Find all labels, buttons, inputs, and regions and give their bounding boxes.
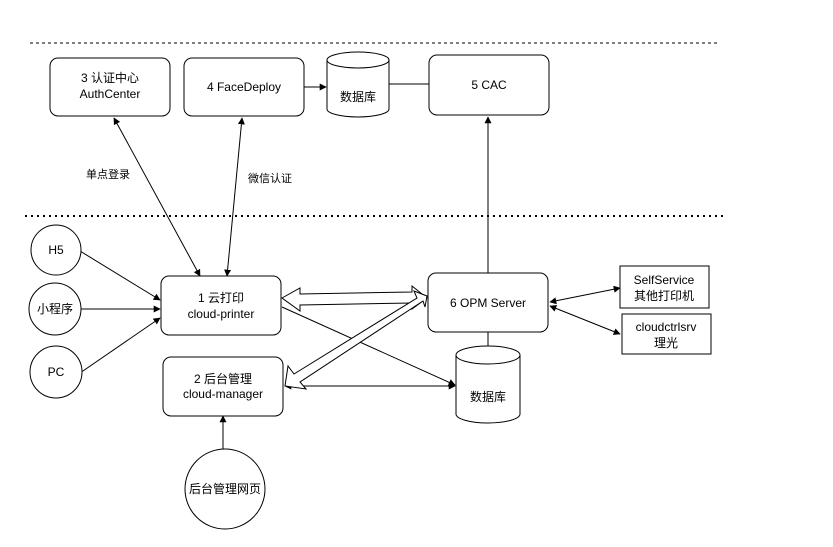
node-cloudctrlsrv-line1: cloudctrlsrv xyxy=(636,320,697,334)
node-admin-web-label: 后台管理网页 xyxy=(189,481,261,496)
edge-manager-opm-fat-arrow xyxy=(284,290,428,390)
node-h5-label: H5 xyxy=(48,243,64,257)
node-cac[interactable]: 5 CAC xyxy=(428,54,550,116)
edge-printer-db xyxy=(281,306,456,386)
node-self-service-line2: 其他打印机 xyxy=(634,289,694,303)
node-cloud-manager-line1: 2 后台管理 xyxy=(194,371,252,386)
node-h5[interactable]: H5 xyxy=(30,224,82,276)
node-cloud-manager[interactable]: 2 后台管理 cloud-manager xyxy=(162,356,284,417)
node-cloud-manager-line2: cloud-manager xyxy=(183,387,263,401)
node-opm-server-label: 6 OPM Server xyxy=(450,296,526,310)
node-mini-program-label: 小程序 xyxy=(37,301,73,316)
edge-wechat-auth xyxy=(224,117,245,277)
node-face-deploy-label: 4 FaceDeploy xyxy=(207,80,281,94)
edge-pc-printer xyxy=(79,317,161,374)
node-admin-web[interactable]: 后台管理网页 xyxy=(184,448,266,530)
edge-sso xyxy=(113,117,201,277)
node-cloud-printer[interactable]: 1 云打印 cloud-printer xyxy=(160,275,282,336)
node-face-deploy[interactable]: 4 FaceDeploy xyxy=(183,57,305,117)
edge-label-wechat-auth: 微信认证 xyxy=(248,171,292,185)
edge-h5-printer xyxy=(79,250,161,301)
node-cac-label: 5 CAC xyxy=(471,78,507,92)
node-pc[interactable]: PC xyxy=(29,345,83,399)
node-self-service-line1: SelfService xyxy=(634,273,695,287)
edge-label-sso: 单点登录 xyxy=(86,167,130,181)
node-db-top-label: 数据库 xyxy=(340,89,376,104)
node-cloudctrlsrv-line2: 理光 xyxy=(654,336,678,350)
node-db-top[interactable]: 数据库 xyxy=(326,51,390,118)
node-self-service[interactable]: SelfService 其他打印机 xyxy=(619,265,710,309)
node-auth-center-line1: 3 认证中心 xyxy=(81,70,139,85)
node-cloud-printer-line1: 1 云打印 xyxy=(198,291,244,305)
node-cloudctrlsrv[interactable]: cloudctrlsrv 理光 xyxy=(621,313,712,355)
node-pc-label: PC xyxy=(48,365,65,379)
node-auth-center[interactable]: 3 认证中心 AuthCenter xyxy=(49,57,171,117)
node-cloud-printer-line2: cloud-printer xyxy=(188,307,255,321)
node-db-bottom-label: 数据库 xyxy=(470,389,506,404)
node-db-bottom[interactable]: 数据库 xyxy=(455,332,521,424)
node-opm-server[interactable]: 6 OPM Server xyxy=(427,272,549,333)
node-mini-program[interactable]: 小程序 xyxy=(28,282,82,336)
edge-opm-selfservice xyxy=(549,285,621,305)
node-auth-center-line2: AuthCenter xyxy=(80,87,141,101)
edge-opm-cloudctrlsrv xyxy=(549,305,621,335)
